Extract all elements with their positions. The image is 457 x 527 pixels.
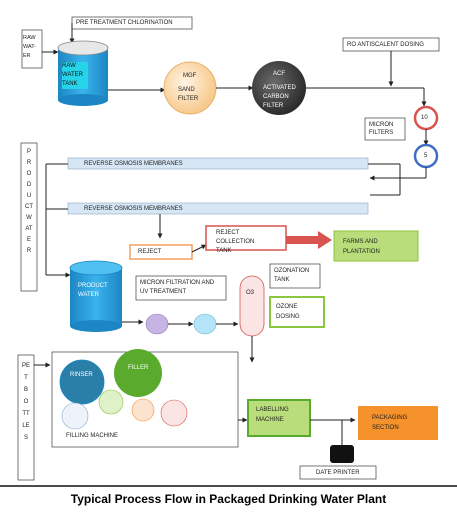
acf-label: ACF xyxy=(273,71,285,77)
ro-membranes-2-label: REVERSE OSMOSIS MEMBRANES xyxy=(84,206,183,212)
sand-filter-label: SAND FILTER xyxy=(178,87,199,102)
reject-label: REJECT xyxy=(138,249,162,255)
ozonation-box xyxy=(269,263,321,289)
ro-dosing-label: RO ANTISCALENT DOSING xyxy=(347,42,424,48)
filter-5-label: 5 xyxy=(424,153,428,159)
pet-bottles-column xyxy=(17,354,35,481)
filter-10-label: 10 xyxy=(421,115,428,121)
reject-collection-label: REJECT COLLECTION TANK xyxy=(216,230,255,254)
micron-uv-label: MICRON FILTRATION AND UV TREATMENT xyxy=(140,280,215,295)
filler-circle xyxy=(114,349,162,397)
farms-label: FARMS AND PLANTATION xyxy=(343,239,380,255)
pre-treatment-label: PRE TREATMENT CHLORINATION xyxy=(76,20,173,26)
packaging-section-label: PACKAGING SECTION xyxy=(372,415,408,431)
activated-carbon-label: ACTIVATED CARBON FILTER xyxy=(263,85,296,109)
raw-water-tank-label: RAW WATER TANK xyxy=(62,62,88,89)
bottle-circle-4 xyxy=(160,399,188,427)
ozonation-tank-label: OZONATION TANK xyxy=(274,268,310,283)
mgf-label: MGF xyxy=(183,73,197,79)
ozone-dosing-label: OZONE DOSING xyxy=(276,304,300,320)
packaging-section-box xyxy=(358,406,438,440)
acf-carbon-filter xyxy=(252,61,306,115)
ozonation-tank-shape xyxy=(239,275,265,337)
date-printer-device xyxy=(330,445,354,463)
micron-uv-cartridge-1 xyxy=(145,313,169,335)
micron-filters-box xyxy=(364,117,406,141)
labelling-machine-label: LABELLING MACHINE xyxy=(256,407,289,423)
farms-box xyxy=(333,230,419,262)
rinser-label: RINSER xyxy=(70,372,93,378)
bottle-circle-2 xyxy=(98,389,124,415)
bottle-circle-1 xyxy=(61,402,89,430)
product-water-tank xyxy=(69,260,123,332)
labelling-machine-box xyxy=(247,399,311,437)
micron-uv-box xyxy=(135,275,227,301)
micron-uv-cartridge-2 xyxy=(193,313,217,335)
date-printer-label: DATE PRINTER xyxy=(316,470,360,476)
product-water-side-label: PRODUCT WATER xyxy=(25,149,33,254)
product-water-tank-label: PRODUCT WATER xyxy=(78,283,108,298)
reject-to-tank-arrow xyxy=(191,244,207,253)
filler-label: FILLER xyxy=(128,365,149,371)
filling-machine-label: FILLING MACHINE xyxy=(66,433,119,439)
pet-bottles-label: PET BOTTLES xyxy=(22,363,31,441)
bottle-circle-3 xyxy=(131,398,155,422)
date-printer-box xyxy=(299,465,377,480)
reject-to-farms-arrow xyxy=(286,231,332,249)
product-water-column xyxy=(20,142,38,292)
ro-membranes-1-label: REVERSE OSMOSIS MEMBRANES xyxy=(84,161,183,167)
ozone-dosing-box xyxy=(269,296,325,328)
micron-filters-label: MICRON FILTERS xyxy=(369,122,394,136)
rinser-circle xyxy=(59,359,105,405)
raw-water-label: RAW WAT-ER xyxy=(23,35,37,59)
diagram-caption: Typical Process Flow in Packaged Drinkin… xyxy=(70,492,387,506)
o3-label: O3 xyxy=(246,290,255,296)
reject-collection-box xyxy=(205,225,287,251)
raw-water-box xyxy=(21,29,43,69)
